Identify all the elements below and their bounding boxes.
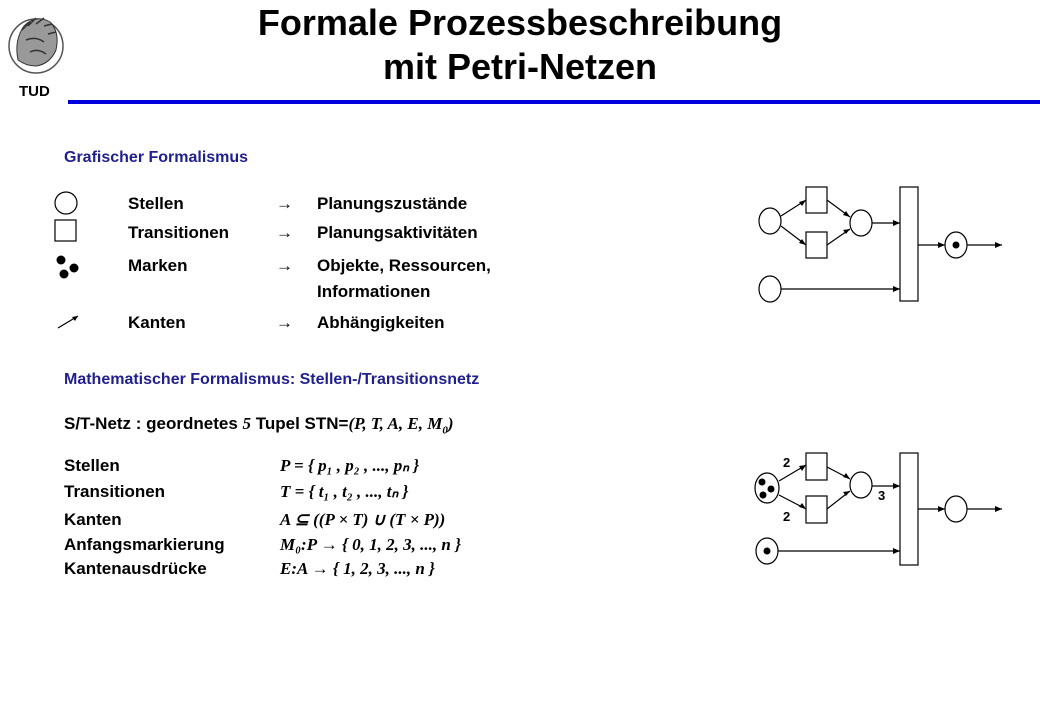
- petri-net-example-1: [758, 186, 1002, 303]
- arc-weight-sync: 3: [878, 488, 886, 503]
- math-formula-kanten: A ⊆ ((P × T) ∪ (T × P)): [280, 510, 446, 529]
- meaning-transitionen: Planungsaktivitäten: [317, 223, 478, 242]
- term-stellen: Stellen: [128, 194, 184, 213]
- arc-weight-bottom: 2: [783, 509, 791, 524]
- definition-close: ): [447, 414, 454, 433]
- arrow-icon: →: [276, 223, 293, 242]
- definition-tuple: (P, T, A, E, M: [348, 414, 443, 433]
- math-label-anfangsmarkierung: Anfangsmarkierung: [64, 535, 225, 554]
- term-kanten: Kanten: [128, 313, 186, 332]
- arrow-icon: →: [276, 313, 293, 332]
- university-logo: [8, 17, 64, 74]
- token-symbol: [56, 255, 79, 279]
- petri-net-example-2: [754, 452, 1002, 566]
- term-transitionen: Transitionen: [128, 223, 230, 242]
- meaning-kanten: Abhängigkeiten: [317, 313, 445, 332]
- definition-subscript: 0: [442, 424, 448, 437]
- page-title-line2: mit Petri-Netzen: [382, 46, 658, 87]
- definition-number: 5: [242, 414, 252, 433]
- petri-net-example-1-arrowheads: [799, 200, 1002, 292]
- math-formula-transitionen: T = { t₁ , t₂ , ..., tₙ }: [280, 482, 409, 501]
- meaning-stellen: Planungszustände: [317, 194, 468, 213]
- header-rule: [68, 100, 1040, 104]
- arc-weight-top: 2: [783, 455, 791, 470]
- definition-prefix: S/T-Netz : geordnetes: [64, 414, 243, 433]
- arrow-icon: →: [276, 194, 293, 213]
- math-label-kanten: Kanten: [64, 510, 122, 529]
- definition-line: S/T-Netz : geordnetes 5 Tupel STN=(P, T,…: [64, 414, 454, 436]
- math-formula-stellen: P = { p₁ , p₂ , ..., pₙ }: [280, 456, 420, 475]
- meaning-marken-cont: Informationen: [317, 282, 431, 301]
- petri-net-example-2-arrowheads: [758, 465, 1002, 555]
- arrow-icon: →: [276, 256, 293, 275]
- section-heading-graphical: Grafischer Formalismus: [64, 149, 249, 166]
- math-formula-kantenausdruecke: E:A → { 1, 2, 3, ..., n }: [280, 559, 435, 578]
- arc-symbol: [57, 315, 79, 329]
- place-symbol: [54, 191, 78, 215]
- section-heading-mathematical: Mathematischer Formalismus: Stellen-/Tra…: [64, 371, 480, 388]
- math-label-kantenausdruecke: Kantenausdrücke: [64, 559, 207, 578]
- term-marken: Marken: [128, 256, 188, 275]
- logo-label: TUD: [19, 83, 50, 100]
- definition-mid: Tupel STN=: [251, 414, 349, 433]
- transition-symbol: [54, 219, 77, 242]
- math-label-transitionen: Transitionen: [64, 482, 166, 501]
- math-label-stellen: Stellen: [64, 456, 120, 475]
- math-formula-anfangsmarkierung: M₀:P → { 0, 1, 2, 3, ..., n }: [280, 535, 461, 554]
- page-title-line1: Formale Prozessbeschreibung: [257, 2, 783, 43]
- meaning-marken: Objekte, Ressourcen,: [317, 256, 491, 275]
